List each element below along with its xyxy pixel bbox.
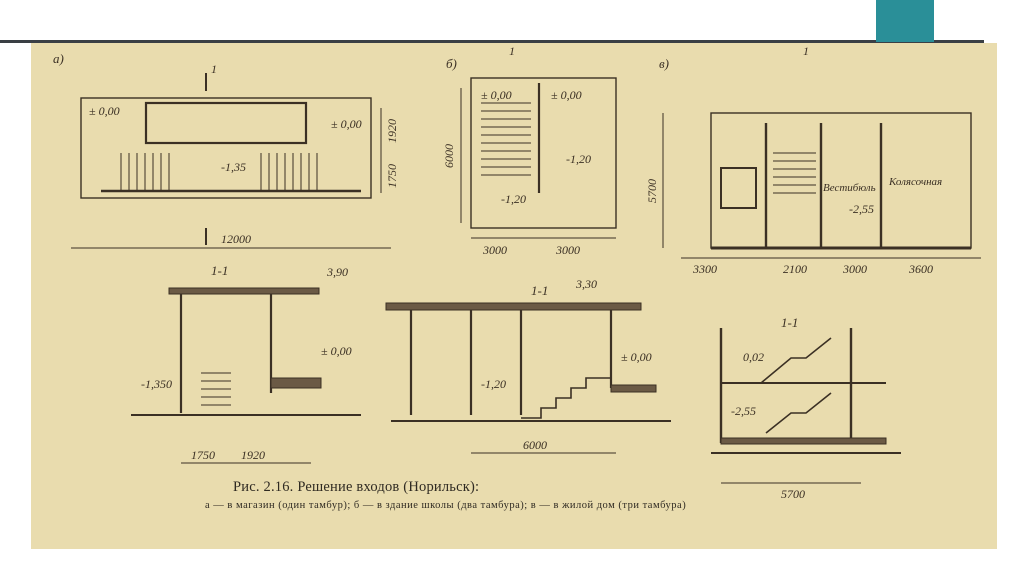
section-b-level-mid: -1,20: [481, 377, 506, 391]
figure-caption: Рис. 2.16. Решение входов (Норильск): а …: [205, 479, 905, 511]
plan-v-dim-height: 5700: [645, 179, 659, 203]
plan-b-section-mark: 1: [509, 44, 515, 58]
plan-v-section-mark: 1: [803, 44, 809, 58]
section-v-level-2: -2,55: [731, 404, 756, 418]
plan-b-level-mid: -1,20: [566, 152, 591, 166]
plan-a-dim-right-top: 1920: [385, 119, 399, 143]
section-v-title: 1-1: [781, 315, 798, 330]
plan-a-stairs: [120, 153, 318, 191]
plan-v-level: -2,55: [849, 202, 874, 216]
plan-v-room-stroller: Колясочная: [888, 176, 942, 188]
section-a-level-top: 3,90: [326, 265, 348, 279]
section-a-title: 1-1: [211, 263, 228, 278]
section-a-floor-slab: [270, 377, 322, 389]
section-a-roof: [168, 287, 320, 295]
plan-b-dim-height: 6000: [442, 144, 456, 168]
plan-a-level-mid: -1,35: [221, 160, 246, 174]
section-v-drawing: [711, 328, 901, 484]
plan-b-level-low: -1,20: [501, 192, 526, 206]
plan-b-level-left: ± 0,00: [481, 88, 512, 102]
plan-v-dim-3: 3000: [842, 262, 867, 276]
section-b-drawing: [385, 302, 671, 454]
plan-b-stairs: [481, 102, 531, 176]
section-b-level-zero: ± 0,00: [621, 350, 652, 364]
section-b-floor-slab: [610, 384, 657, 393]
slide-top-rule: [0, 40, 984, 43]
plan-b-dim-left: 3000: [482, 243, 507, 257]
plan-a-outline: [80, 97, 372, 199]
section-v-stair-upper: [760, 337, 832, 384]
section-a-level-low: -1,350: [141, 377, 172, 391]
section-v-dim-total: 5700: [781, 487, 805, 501]
plan-v-elevator: [720, 167, 757, 209]
caption-subtitle: а — в магазин (один тамбур); б — в здани…: [205, 500, 687, 511]
section-b-title: 1-1: [531, 283, 548, 298]
plan-a-drawing: [71, 73, 391, 249]
plan-a-dim-right-bottom: 1750: [385, 164, 399, 188]
plan-v-room-vestibule: Вестибюль: [823, 182, 876, 194]
section-v-level-1: 0,02: [743, 350, 764, 364]
plan-a-level-right: ± 0,00: [331, 117, 362, 131]
plan-b-letter: б): [446, 56, 457, 71]
section-a-drawing: [131, 287, 361, 464]
plan-b-level-right: ± 0,00: [551, 88, 582, 102]
plan-a-level-top: ± 0,00: [89, 104, 120, 118]
section-a-dim-1: 1750: [191, 448, 215, 462]
architectural-drawing: а) 1 ± 0,00 ± 0,00 -1,35 12000 1920 1750…: [53, 44, 981, 501]
plan-v-drawing: [662, 112, 981, 259]
section-b-level-top: 3,30: [575, 277, 597, 291]
plan-v-stairs: [773, 152, 816, 194]
plan-v-dim-1: 3300: [692, 262, 717, 276]
plan-a-letter: а): [53, 51, 64, 66]
plan-a-vestibule: [144, 101, 308, 145]
plan-a-section-mark: 1: [211, 62, 217, 76]
caption-title: Рис. 2.16. Решение входов (Норильск):: [233, 479, 480, 495]
plan-b-outline: [470, 77, 617, 229]
section-v-base-slab: [720, 437, 887, 445]
section-b-dim-total: 6000: [523, 438, 547, 452]
drawing-photo: а) 1 ± 0,00 ± 0,00 -1,35 12000 1920 1750…: [31, 43, 997, 549]
section-b-stair: [521, 377, 611, 419]
section-b-roof: [385, 302, 642, 311]
section-a-level-zero: ± 0,00: [321, 344, 352, 358]
plan-a-dim-total: 12000: [221, 232, 251, 246]
section-a-dim-2: 1920: [241, 448, 265, 462]
plan-v-letter: в): [659, 56, 669, 71]
plan-v-dim-4: 3600: [908, 262, 933, 276]
section-v-stair-lower: [765, 392, 832, 434]
section-a-stair: [201, 372, 231, 406]
plan-b-dim-right: 3000: [555, 243, 580, 257]
plan-b-drawing: [460, 77, 617, 239]
plan-v-dim-2: 2100: [783, 262, 807, 276]
slide-accent-block: [876, 0, 934, 42]
